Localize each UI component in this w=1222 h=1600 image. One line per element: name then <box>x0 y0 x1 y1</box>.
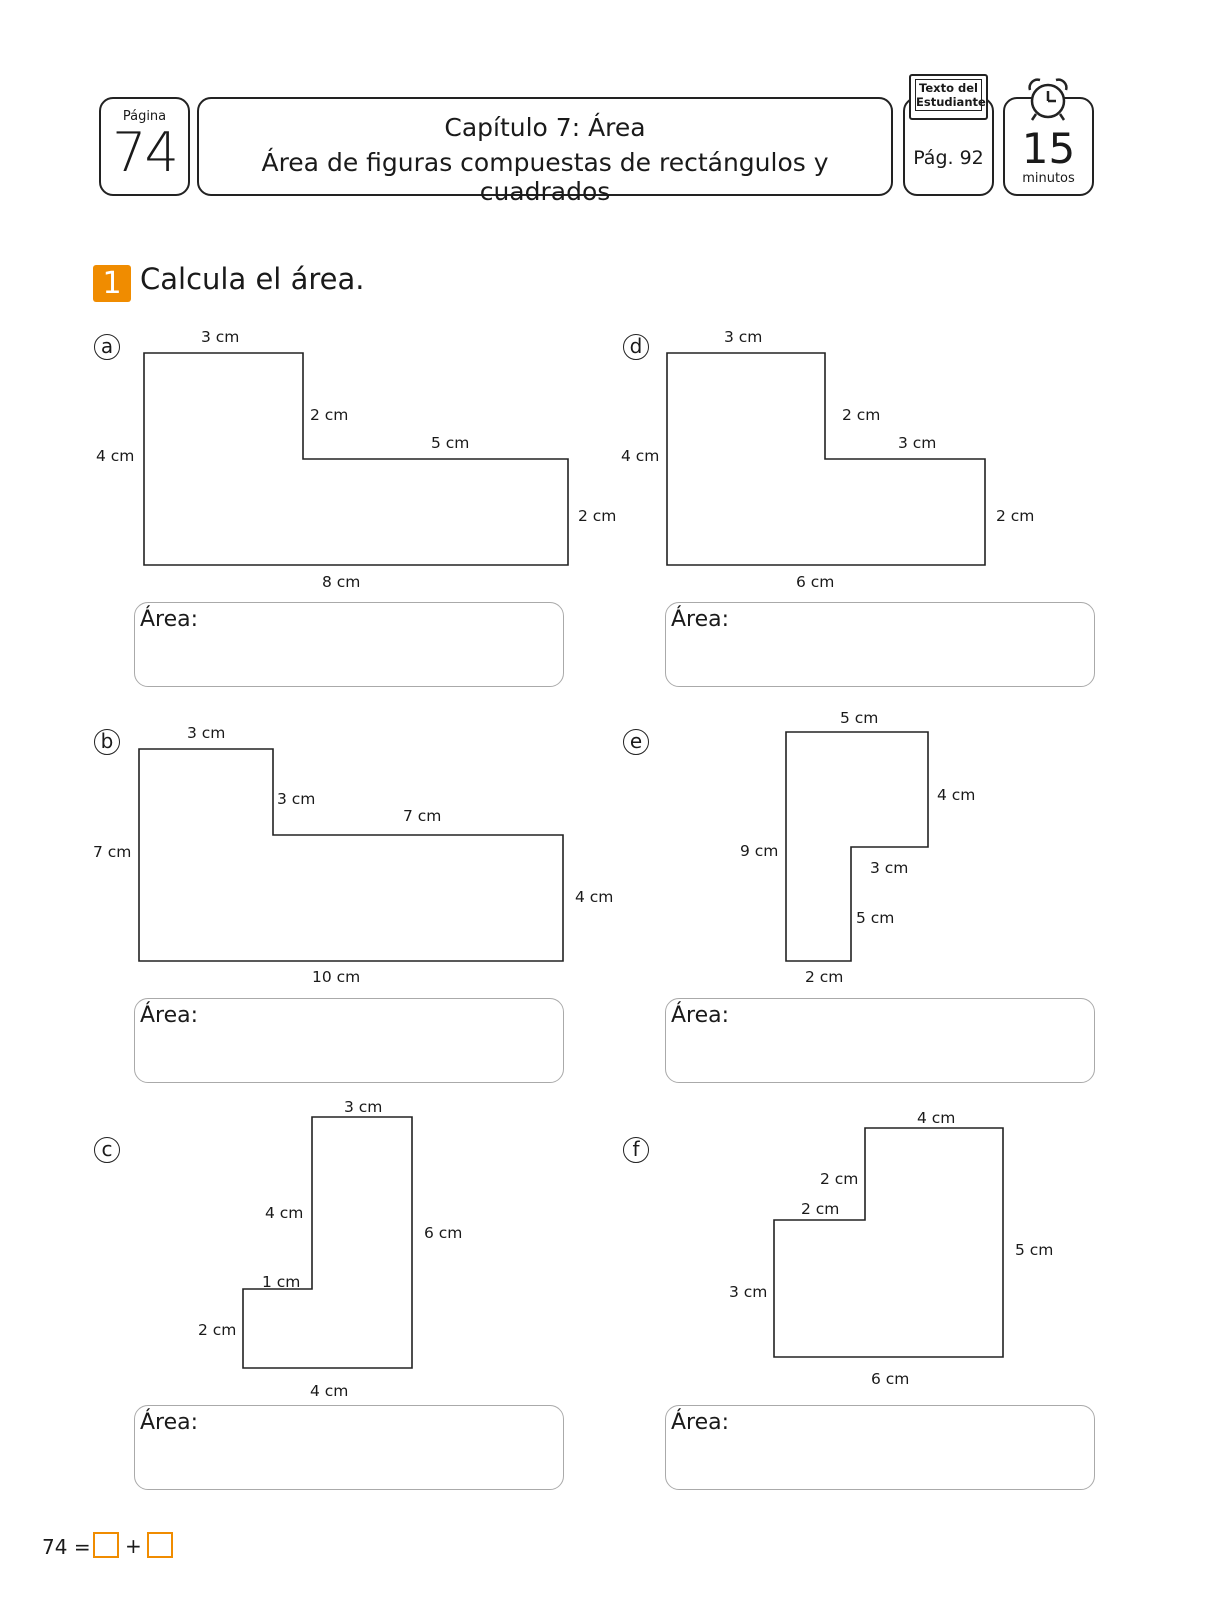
dim-a-bottom: 8 cm <box>322 573 361 591</box>
dim-b-right: 4 cm <box>575 888 614 906</box>
answer-box-f[interactable]: Área: <box>665 1405 1095 1490</box>
area-label: Área: <box>671 607 730 632</box>
question-text: Calcula el área. <box>140 262 365 296</box>
dim-a-step-horizontal: 5 cm <box>431 434 470 452</box>
dim-e-right-lower: 5 cm <box>856 909 895 927</box>
area-label: Área: <box>140 1410 199 1435</box>
dim-d-step-vertical: 2 cm <box>842 406 881 424</box>
dim-c-right: 6 cm <box>424 1224 463 1242</box>
shape-c <box>242 1116 413 1369</box>
exercise-letter-b: b <box>94 729 120 755</box>
time-value: 15 <box>1021 124 1076 173</box>
dim-f-right: 5 cm <box>1015 1241 1054 1259</box>
page-number-box: Página 74 <box>99 97 190 196</box>
footer-blank-1[interactable] <box>93 1532 119 1558</box>
lesson-title: Área de figuras compuestas de rectángulo… <box>261 148 829 206</box>
footer-blank-2[interactable] <box>147 1532 173 1558</box>
textbook-page: Pág. 92 <box>913 147 984 169</box>
page-label: Página <box>122 109 167 124</box>
dim-d-step-horizontal: 3 cm <box>898 434 937 452</box>
dim-b-top: 3 cm <box>187 724 226 742</box>
shape-f <box>773 1127 1004 1358</box>
footer-equation: 74 = <box>42 1535 91 1559</box>
area-label: Área: <box>140 607 199 632</box>
dim-b-left: 7 cm <box>93 843 132 861</box>
footer-number: 74 <box>42 1535 68 1559</box>
exercise-letter-d: d <box>623 334 649 360</box>
dim-c-left-lower: 2 cm <box>198 1321 237 1339</box>
dim-a-left: 4 cm <box>96 447 135 465</box>
dim-e-left: 9 cm <box>740 842 779 860</box>
time-unit: minutos <box>1022 171 1075 186</box>
exercise-letter-a: a <box>94 334 120 360</box>
dim-b-step-horizontal: 7 cm <box>403 807 442 825</box>
dim-b-step-vertical: 3 cm <box>277 790 316 808</box>
answer-box-b[interactable]: Área: <box>134 998 564 1083</box>
dim-c-step-horizontal: 1 cm <box>262 1273 301 1291</box>
dim-d-right: 2 cm <box>996 507 1035 525</box>
dim-c-left-upper: 4 cm <box>265 1204 304 1222</box>
shape-b <box>138 748 564 962</box>
exercise-letter-f: f <box>623 1137 649 1163</box>
shape-d <box>666 352 986 566</box>
footer-plus: + <box>125 1534 142 1558</box>
exercise-letter-c: c <box>94 1137 120 1163</box>
answer-box-d[interactable]: Área: <box>665 602 1095 687</box>
dim-c-top: 3 cm <box>344 1098 383 1116</box>
dim-a-step-vertical: 2 cm <box>310 406 349 424</box>
shape-a <box>143 352 569 566</box>
dim-e-step-horizontal: 3 cm <box>870 859 909 877</box>
shape-e <box>785 731 929 962</box>
title-box: Capítulo 7: Área Área de figuras compues… <box>197 97 893 206</box>
dim-f-left: 3 cm <box>729 1283 768 1301</box>
alarm-clock-icon <box>1028 78 1068 121</box>
answer-box-e[interactable]: Área: <box>665 998 1095 1083</box>
dim-e-bottom: 2 cm <box>805 968 844 986</box>
dim-e-top: 5 cm <box>840 709 879 727</box>
dim-f-top: 4 cm <box>917 1109 956 1127</box>
dim-d-left: 4 cm <box>621 447 660 465</box>
dim-f-bottom: 6 cm <box>871 1370 910 1388</box>
area-label: Área: <box>671 1410 730 1435</box>
footer-equals: = <box>73 1535 91 1559</box>
book-label-1: Texto del <box>919 81 978 95</box>
dim-d-bottom: 6 cm <box>796 573 835 591</box>
answer-box-a[interactable]: Área: <box>134 602 564 687</box>
page-number: 74 <box>112 121 179 184</box>
book-label-2: Estudiante <box>916 95 986 109</box>
dim-a-right: 2 cm <box>578 507 617 525</box>
area-label: Área: <box>140 1003 199 1028</box>
answer-box-c[interactable]: Área: <box>134 1405 564 1490</box>
dim-d-top: 3 cm <box>724 328 763 346</box>
question-number: 1 <box>93 265 131 302</box>
dim-e-right-upper: 4 cm <box>937 786 976 804</box>
exercise-letter-e: e <box>623 729 649 755</box>
time-box: 15 minutos <box>1003 97 1094 196</box>
dim-c-bottom: 4 cm <box>310 1382 349 1400</box>
area-label: Área: <box>671 1003 730 1028</box>
dim-f-step-vertical: 2 cm <box>820 1170 859 1188</box>
dim-f-step-horizontal: 2 cm <box>801 1200 840 1218</box>
chapter-title: Capítulo 7: Área <box>444 113 646 142</box>
dim-b-bottom: 10 cm <box>312 968 361 986</box>
dim-a-top: 3 cm <box>201 328 240 346</box>
book-icon: Texto del Estudiante <box>909 74 988 120</box>
